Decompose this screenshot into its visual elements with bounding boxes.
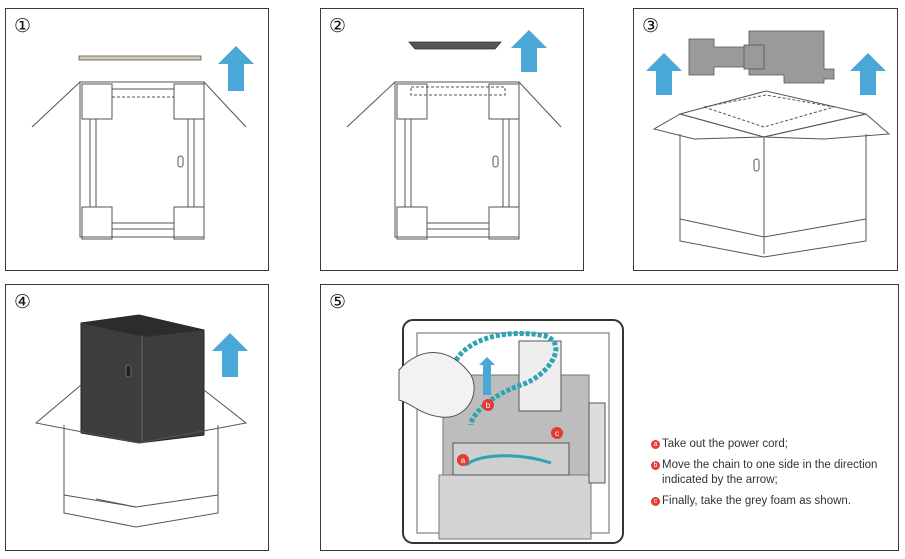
step-number: ③ bbox=[642, 15, 660, 37]
up-arrow-icon bbox=[212, 333, 248, 377]
step-number: ④ bbox=[14, 291, 32, 313]
callout-b-letter: b bbox=[486, 401, 491, 410]
callout-b bbox=[482, 399, 494, 411]
instruction-text: Move the chain to one side in the direct… bbox=[662, 459, 878, 486]
open-box-top-lid-illustration bbox=[31, 46, 254, 240]
instruction-item: a Take out the power cord; bbox=[651, 437, 881, 452]
callout-a bbox=[457, 454, 469, 466]
callout-c-letter: c bbox=[555, 429, 559, 438]
step-number: ② bbox=[329, 15, 347, 37]
step-3-panel: ③ bbox=[633, 8, 898, 271]
up-arrow-icon bbox=[850, 53, 886, 95]
instruction-item: b Move the chain to one side in the dire… bbox=[651, 458, 881, 488]
remove-top-tray-illustration bbox=[346, 30, 562, 240]
marker-c: c bbox=[651, 497, 660, 506]
remove-foam-blocks-illustration bbox=[646, 30, 891, 258]
step-5-panel: ⑤ b c a a Take out the power cord; b Mov… bbox=[320, 284, 899, 551]
up-arrow-icon bbox=[218, 46, 254, 91]
marker-a: a bbox=[651, 440, 660, 449]
printer-interior-top-view-illustration: b c a bbox=[398, 319, 624, 544]
up-arrow-icon bbox=[646, 53, 682, 95]
callout-c bbox=[551, 427, 563, 439]
instruction-item: c Finally, take the grey foam as shown. bbox=[651, 494, 881, 509]
step-number: ① bbox=[14, 15, 32, 37]
step-1-panel: ① bbox=[5, 8, 269, 271]
step-2-panel: ② bbox=[320, 8, 584, 271]
marker-b: b bbox=[651, 461, 660, 470]
instruction-list: a Take out the power cord; b Move the ch… bbox=[651, 437, 881, 515]
up-arrow-icon bbox=[479, 357, 495, 395]
instruction-text: Take out the power cord; bbox=[662, 438, 788, 450]
instruction-text: Finally, take the grey foam as shown. bbox=[662, 495, 851, 507]
step-4-panel: ④ bbox=[5, 284, 269, 551]
lift-printer-out-illustration bbox=[34, 314, 248, 528]
step-number: ⑤ bbox=[329, 291, 347, 313]
up-arrow-icon bbox=[511, 30, 547, 72]
callout-a-letter: a bbox=[461, 456, 466, 465]
